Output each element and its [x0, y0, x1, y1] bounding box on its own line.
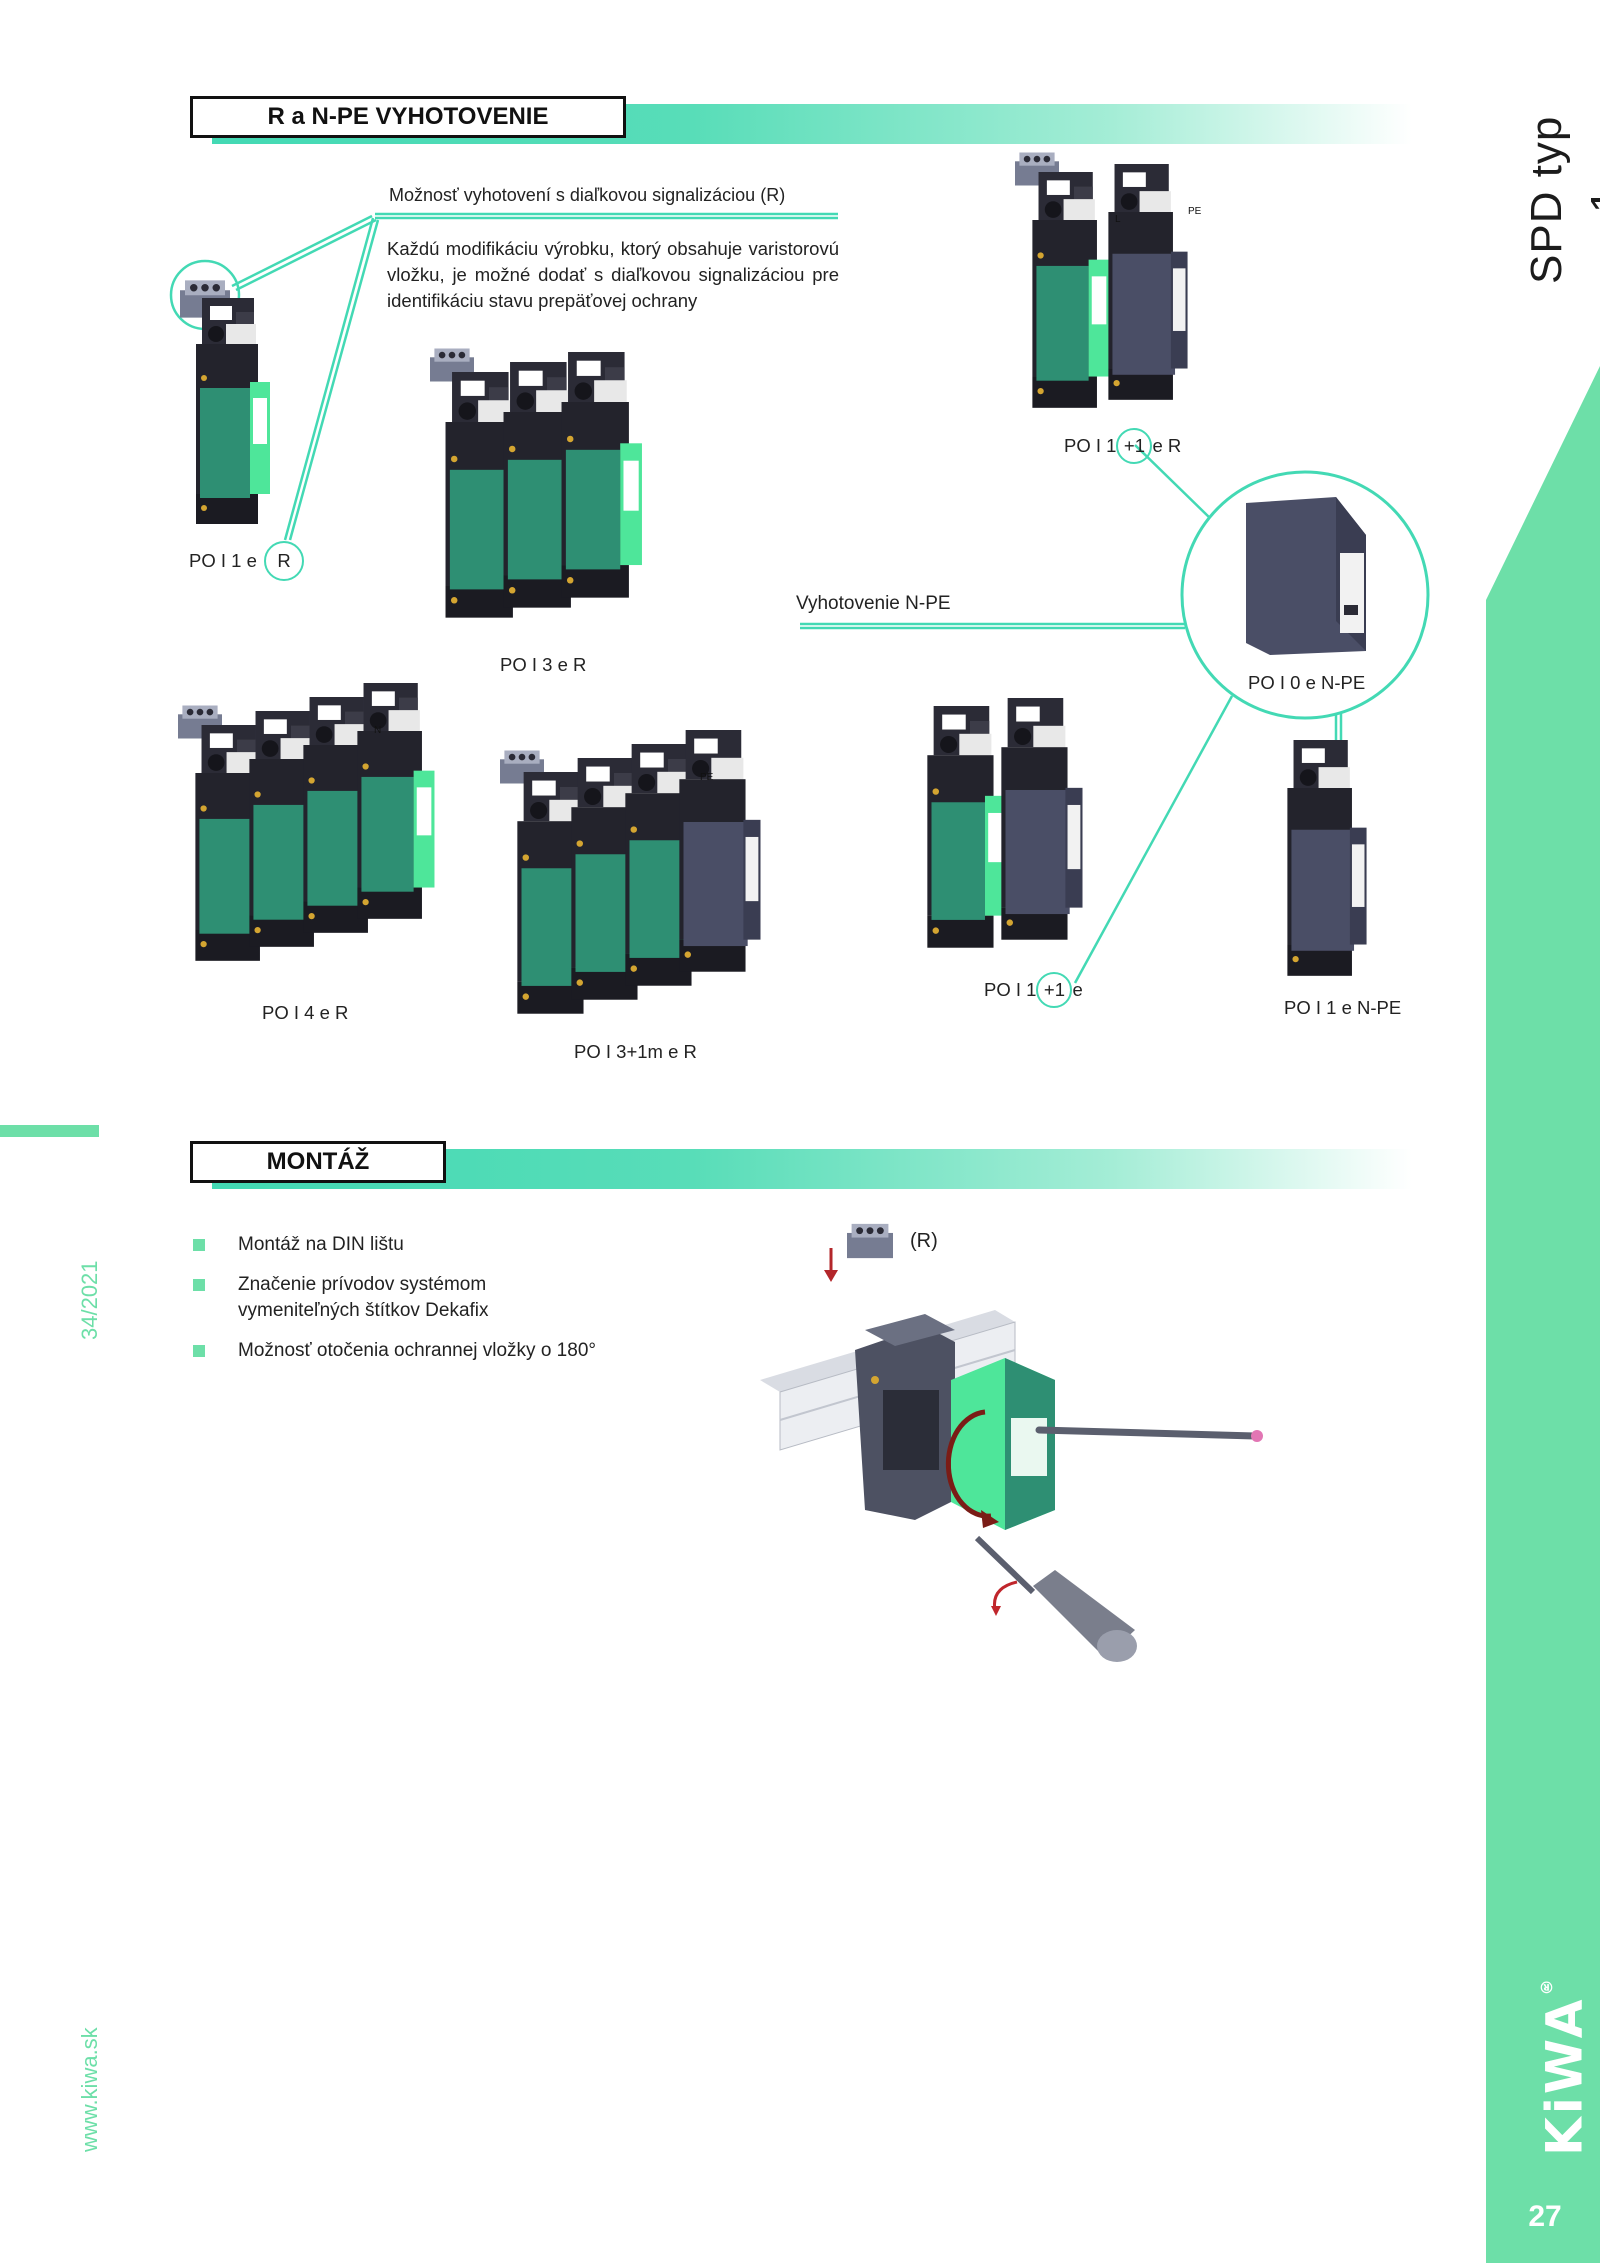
spd-module-pole-n [344, 683, 454, 923]
product-po-i-1-e-n-pe [1260, 740, 1420, 980]
caption-po-i-1-e-n-pe: PO I 1 e N-PE [1284, 997, 1402, 1018]
remote-signal-marker: R [264, 541, 305, 581]
arrow-down-icon [824, 1248, 838, 1282]
issue-number: 34/2021 [77, 1260, 102, 1340]
product-po-i-1-e-r [180, 280, 330, 530]
caption-po-i-3-e-r: PO I 3 e R [500, 654, 587, 675]
bullet-text: Montáž na DIN lištu [238, 1234, 404, 1255]
module-label-l: L [1115, 214, 1121, 225]
section2-title: MONTÁŽ [190, 1141, 446, 1183]
sidebar-title: SPD typ 1 [1522, 115, 1600, 285]
product-po-i-1-1-e-r: L PE [1015, 152, 1225, 412]
spd-module-image [186, 298, 286, 528]
remote-signal-description: Každú modifikáciu výrobku, ktorý obsahuj… [387, 238, 839, 311]
product-po-i-3-1m-e-r: PE [500, 720, 780, 1020]
plus-one-marker: +1 [1036, 972, 1073, 1008]
bullet-rotation: Možnosť otočenia ochrannej vložky o 180° [193, 1338, 653, 1364]
brand-logo: KiWA® sk [1517, 1955, 1600, 2175]
din-rail-mounting-drawing [760, 1310, 1263, 1662]
bullet-text: Možnosť otočenia ochrannej vložky o 180° [238, 1340, 596, 1361]
npe-module-image [988, 698, 1100, 944]
bullet-text: Značenie prívodov systémom vymeniteľných… [238, 1274, 489, 1321]
product-po-i-1-1-e [910, 690, 1110, 960]
spd-module-pole-3 [550, 352, 660, 602]
caption-text-b: e [1072, 979, 1083, 1000]
bullet-din-rail: Montáž na DIN lištu [193, 1232, 653, 1258]
npe-module-image [1095, 164, 1205, 404]
website-link[interactable]: www.kiwa.sk [77, 2027, 102, 2153]
plus-one-marker: +1 [1116, 428, 1153, 464]
caption-po-i-1-e: PO I 1 e R [189, 541, 305, 581]
bullet-square-icon [193, 1345, 205, 1357]
bullet-square-icon [193, 1239, 205, 1251]
brand-name: KiWA [1535, 1996, 1594, 2156]
product-po-i-4-e-r: N [178, 675, 448, 965]
caption-text: PO I 1 e [189, 550, 257, 571]
npe-module-image [666, 730, 778, 976]
connector-label: (R) [910, 1230, 938, 1252]
caption-text-a: PO I 1 [984, 979, 1037, 1000]
remote-signal-heading: Možnosť vyhotovení s diaľkovou signalizá… [389, 185, 786, 205]
npe-insert-image [1246, 497, 1366, 655]
page-number: 27 [1528, 2200, 1562, 2233]
caption-po-i-3-1m-e-r: PO I 3+1m e R [574, 1041, 697, 1062]
bullet-dekafix-labels: Značenie prívodov systémom vymeniteľných… [193, 1272, 653, 1324]
module-label-n: N [374, 725, 382, 736]
npe-module-image [1264, 740, 1394, 980]
left-accent-bar [0, 1125, 99, 1137]
product-po-i-3-e-r [430, 348, 670, 628]
assembly-illustration: (R) [755, 1210, 1275, 1670]
bullet-square-icon [193, 1279, 205, 1291]
sidebar-band [1486, 366, 1600, 2263]
module-label-pe: PE [1188, 206, 1202, 217]
section1-title: R a N-PE VYHOTOVENIE [190, 96, 626, 138]
assembly-bullet-list: Montáž na DIN lištu Značenie prívodov sy… [193, 1232, 653, 1378]
brand-registered-mark: ® [1537, 1974, 1556, 1997]
caption-text-b: e R [1152, 435, 1182, 456]
brand-suffix: sk [1595, 2030, 1600, 2100]
product-po-i-0-e-n-pe [1240, 495, 1380, 665]
connector-icon [847, 1220, 893, 1262]
module-label-pe: PE [700, 772, 714, 783]
caption-po-i-0-e-n-pe: PO I 0 e N-PE [1248, 672, 1366, 693]
npe-variant-label: Vyhotovenie N-PE [796, 593, 951, 614]
caption-po-i-4-e-r: PO I 4 e R [262, 1002, 349, 1023]
caption-text-a: PO I 1 [1064, 435, 1117, 456]
